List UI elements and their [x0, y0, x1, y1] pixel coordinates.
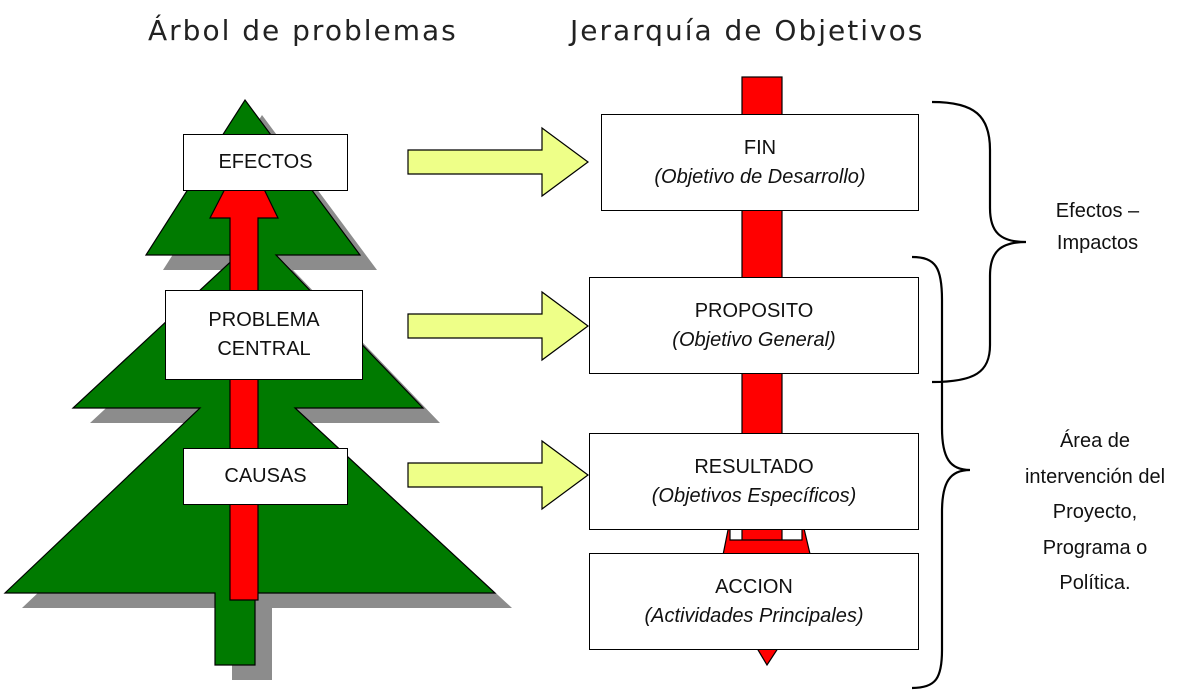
- box-resultado-title: RESULTADO: [694, 455, 814, 478]
- box-proposito-subtitle: (Objetivo General): [672, 328, 836, 351]
- label-effects-line2: Impactos: [1056, 232, 1139, 254]
- bracket-area: [911, 255, 971, 690]
- arrow-effects-to-fin[interactable]: [407, 126, 590, 198]
- label-effects-impacts: Efectos – Impactos: [1025, 195, 1170, 259]
- title-objectives-hierarchy: Jerarquía de Objetivos: [570, 14, 925, 47]
- box-problema-central-line2: CENTRAL: [217, 338, 311, 360]
- arrow-causes-to-resultado[interactable]: [407, 439, 590, 511]
- box-problema-central[interactable]: PROBLEMA CENTRAL: [165, 290, 363, 380]
- box-accion-subtitle: (Actividades Principales): [644, 604, 864, 627]
- label-area-line2: intervención del: [1024, 465, 1166, 488]
- box-resultado[interactable]: RESULTADO (Objetivos Específicos): [589, 433, 919, 530]
- label-area-line5: Política.: [1059, 572, 1131, 595]
- label-area-line4: Programa o: [1042, 536, 1148, 559]
- box-causas-label: CAUSAS: [224, 465, 307, 487]
- label-area-line1: Área de: [1059, 430, 1131, 452]
- box-fin-subtitle: (Objetivo de Desarrollo): [654, 165, 866, 188]
- box-accion[interactable]: ACCION (Actividades Principales): [589, 553, 919, 650]
- label-intervention-area: Área de intervención del Proyecto, Progr…: [1004, 424, 1186, 602]
- title-problem-tree: Árbol de problemas: [148, 14, 458, 47]
- box-efectos-label: EFECTOS: [218, 151, 313, 173]
- box-fin-title: FIN: [743, 136, 777, 159]
- box-efectos[interactable]: EFECTOS: [183, 134, 348, 191]
- box-fin[interactable]: FIN (Objetivo de Desarrollo): [601, 114, 919, 211]
- box-proposito-title: PROPOSITO: [694, 299, 814, 322]
- box-accion-title: ACCION: [715, 575, 793, 598]
- label-area-line3: Proyecto,: [1052, 501, 1138, 524]
- arrow-central-to-proposito[interactable]: [407, 290, 590, 362]
- label-effects-line1: Efectos –: [1055, 200, 1140, 222]
- box-problema-central-line1: PROBLEMA: [208, 309, 320, 331]
- box-causas[interactable]: CAUSAS: [183, 448, 348, 505]
- box-proposito[interactable]: PROPOSITO (Objetivo General): [589, 277, 919, 374]
- box-resultado-subtitle: (Objetivos Específicos): [651, 484, 857, 507]
- bracket-effects: [931, 100, 1027, 384]
